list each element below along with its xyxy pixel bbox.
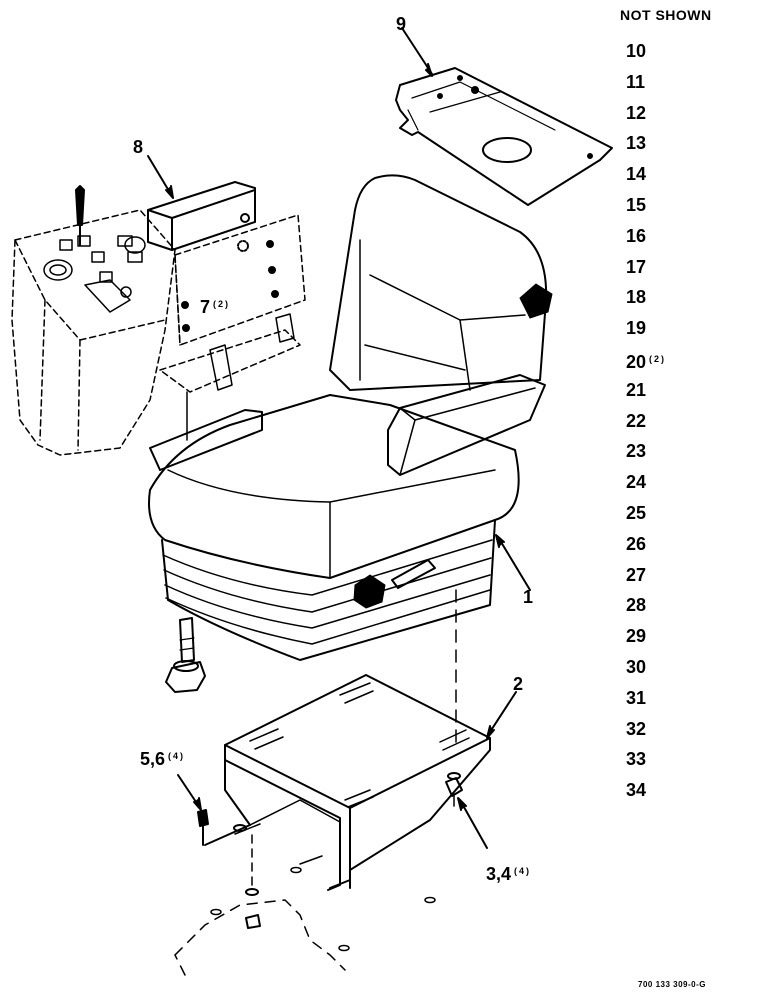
armrest-bracket-outline <box>159 214 306 393</box>
not-shown-number: 22 <box>626 410 647 431</box>
not-shown-item: 30 <box>626 656 666 687</box>
not-shown-qty: (2) <box>649 353 667 364</box>
control-console-outline <box>11 209 176 456</box>
not-shown-item: 29 <box>626 625 666 656</box>
seat-base-part <box>204 674 491 891</box>
cab-floor-outline <box>174 899 346 976</box>
not-shown-item: 13 <box>626 132 666 163</box>
not-shown-item: 15 <box>626 194 666 225</box>
callout-7: 7(2) <box>200 297 231 317</box>
not-shown-item: 31 <box>626 687 666 718</box>
not-shown-number: 18 <box>626 287 647 308</box>
not-shown-item: 22 <box>626 410 666 441</box>
leader-2 <box>487 691 517 736</box>
not-shown-item: 16 <box>626 225 666 256</box>
not-shown-item: 10 <box>626 40 666 71</box>
not-shown-item: 27 <box>626 564 666 595</box>
mounting-plate-part <box>395 67 613 206</box>
bolt-washer-part <box>197 809 209 846</box>
callout-3-4: 3,4(4) <box>486 864 532 884</box>
not-shown-number: 12 <box>626 102 647 123</box>
not-shown-item: 28 <box>626 594 666 625</box>
seat-part <box>148 174 553 661</box>
not-shown-number: 16 <box>626 225 647 246</box>
leader-9 <box>401 27 433 75</box>
leader-1 <box>497 536 531 591</box>
not-shown-item: 18 <box>626 286 666 317</box>
callout-9: 9 <box>396 14 407 34</box>
not-shown-item: 25 <box>626 502 666 533</box>
not-shown-item: 23 <box>626 440 666 471</box>
not-shown-number: 11 <box>626 71 646 92</box>
not-shown-number: 32 <box>626 718 647 739</box>
joystick-handle <box>75 185 85 246</box>
not-shown-item: 24 <box>626 471 666 502</box>
not-shown-number: 13 <box>626 133 647 154</box>
drawing-code: 700 133 309-0-G <box>638 980 706 989</box>
not-shown-item: 33 <box>626 748 666 779</box>
not-shown-item: 17 <box>626 256 666 287</box>
nut-washer-part <box>445 772 463 807</box>
not-shown-item: 12 <box>626 102 666 133</box>
not-shown-number: 26 <box>626 533 647 554</box>
not-shown-number: 27 <box>626 564 647 585</box>
not-shown-number: 24 <box>626 472 647 493</box>
console-switches <box>43 235 146 313</box>
not-shown-number: 17 <box>626 256 647 277</box>
callout-1: 1 <box>523 587 534 607</box>
callout-8: 8 <box>133 137 144 157</box>
not-shown-number: 10 <box>626 41 647 61</box>
leader-3-4 <box>459 799 488 849</box>
not-shown-number: 23 <box>626 441 647 462</box>
not-shown-item: 14 <box>626 163 666 194</box>
not-shown-number: 19 <box>626 318 647 339</box>
callout-5-6: 5,6(4) <box>140 749 186 769</box>
not-shown-number: 20 <box>626 351 647 372</box>
not-shown-number: 21 <box>626 379 647 400</box>
armrest-pad-part <box>147 181 256 251</box>
not-shown-number: 29 <box>626 626 647 647</box>
not-shown-item: 11 <box>626 71 666 102</box>
not-shown-item: 20(2) <box>626 348 666 379</box>
not-shown-number: 15 <box>626 194 647 215</box>
height-adjust-knob <box>165 617 206 693</box>
not-shown-item: 19 <box>626 317 666 348</box>
not-shown-item: 26 <box>626 533 666 564</box>
not-shown-item: 34 <box>626 779 666 810</box>
not-shown-number: 14 <box>626 164 647 185</box>
not-shown-number: 30 <box>626 656 647 677</box>
not-shown-number: 28 <box>626 595 647 616</box>
not-shown-item: 32 <box>626 718 666 749</box>
not-shown-item: 21 <box>626 379 666 410</box>
not-shown-title: NOT SHOWN <box>620 7 712 23</box>
not-shown-number: 25 <box>626 502 647 523</box>
not-shown-number: 33 <box>626 749 647 770</box>
callout-2: 2 <box>513 674 524 694</box>
not-shown-number: 31 <box>626 687 647 708</box>
not-shown-number: 34 <box>626 780 647 801</box>
